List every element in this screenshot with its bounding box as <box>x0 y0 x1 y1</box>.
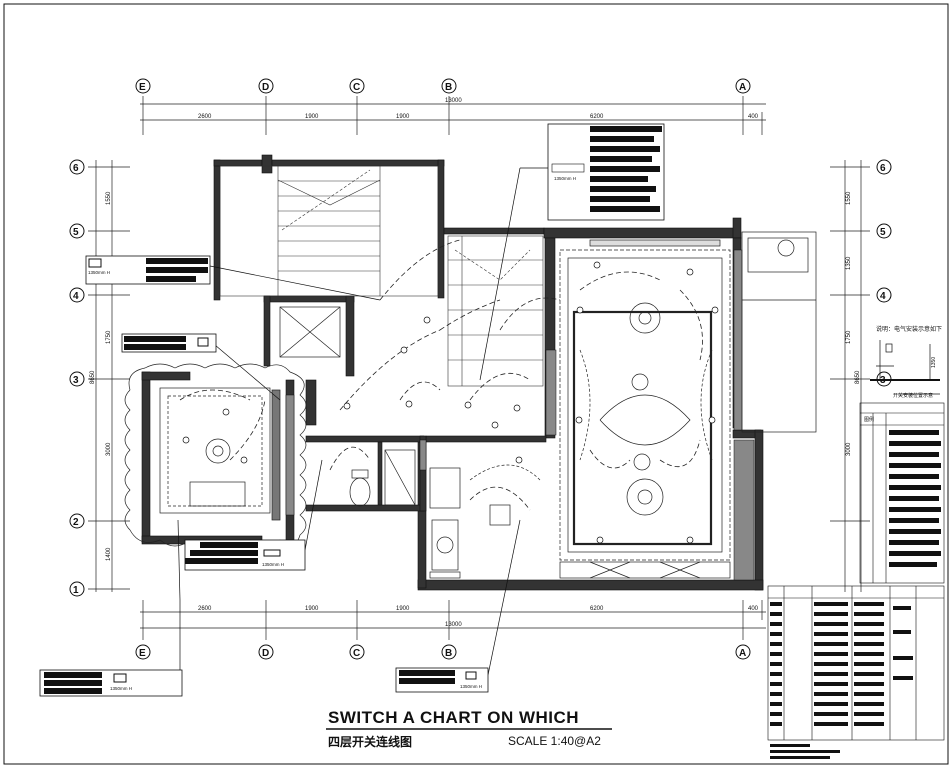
switch-tag-bottom-center <box>395 667 489 693</box>
mount-detail-note: 说明：电气安装示意如下 <box>876 326 943 333</box>
legend-table-bottom <box>767 585 945 741</box>
legend-header: 图例 <box>864 416 874 423</box>
bottom-dim-4: 6200 <box>590 606 604 612</box>
bottom-dim-total: 13000 <box>445 622 462 628</box>
drawing-scale: SCALE 1:40@A2 <box>508 734 601 748</box>
left-dim-4: 3000 <box>106 442 112 456</box>
top-dim-3: 1900 <box>396 114 410 120</box>
main-hall-ceiling <box>559 239 731 579</box>
right-dim-3: 1750 <box>846 330 852 344</box>
grid-row-1-left: 1 <box>73 585 79 596</box>
switch-wiring <box>179 239 703 511</box>
left-dim-total: 8650 <box>90 370 96 384</box>
tag-bottom-mid-height: 1350mm H <box>262 562 284 567</box>
switch-tag-bottom-mid <box>184 539 306 571</box>
grid-row-3-left: 3 <box>73 375 79 386</box>
left-dim-1: 1550 <box>106 191 112 205</box>
left-grid-bubbles <box>69 159 85 597</box>
leader-lines <box>177 167 548 676</box>
right-dim-1: 1550 <box>846 191 852 205</box>
central-stair <box>447 235 544 387</box>
grid-row-6-right: 6 <box>880 163 886 174</box>
top-dim-4: 6200 <box>590 114 604 120</box>
bottom-dim-2: 1900 <box>305 606 319 612</box>
grid-row-4-left: 4 <box>73 291 79 302</box>
top-dim-total: 13000 <box>445 98 462 104</box>
bottom-dim-1: 2600 <box>198 606 212 612</box>
grid-col-B-bottom: B <box>445 648 452 659</box>
light-fixtures <box>182 261 719 544</box>
tag-bottom-center-height: 1350mm H <box>460 684 482 689</box>
right-dim-labels: 1550 1350 1750 3000 8650 <box>846 191 861 456</box>
right-dim-total: 8650 <box>855 370 861 384</box>
grid-col-D-bottom: D <box>262 648 269 659</box>
bottom-dim-3: 1900 <box>396 606 410 612</box>
legend-table-bottom-rows <box>770 602 913 759</box>
drawing-title: SWITCH A CHART ON WHICH <box>328 708 580 727</box>
grid-row-5-right: 5 <box>880 227 886 238</box>
switch-tag-top <box>547 123 665 221</box>
grid-row-5-left: 5 <box>73 227 79 238</box>
grid-col-C-bottom: C <box>353 648 360 659</box>
left-dim-3: 1750 <box>106 330 112 344</box>
right-dim-4: 3000 <box>846 442 852 456</box>
grid-col-B-top: B <box>445 82 452 93</box>
left-dimension-chain <box>88 160 130 592</box>
mount-dim: 1350 <box>931 357 937 368</box>
left-bedroom <box>124 363 307 547</box>
legend-table-right-rows <box>889 430 941 567</box>
right-dim-2: 1350 <box>846 256 852 270</box>
tag-left-upper-height: 1350mm H <box>88 270 110 275</box>
top-dim-1: 2600 <box>198 114 212 120</box>
legend-table-right <box>859 402 945 584</box>
left-dim-labels: 1550 1350 1750 3000 1400 8650 <box>90 191 112 561</box>
sheet-border <box>3 3 949 765</box>
grid-row-4-right: 4 <box>880 291 886 302</box>
grid-col-D-top: D <box>262 82 269 93</box>
building-walls <box>141 154 764 591</box>
balcony <box>741 231 817 433</box>
drawing-subtitle-cn: 四层开关连线图 <box>328 735 413 749</box>
top-grid-bubbles <box>135 78 751 94</box>
bottom-grid-bubbles <box>135 644 751 660</box>
top-dimension-chain <box>140 96 766 135</box>
bathrooms <box>349 449 541 579</box>
switch-tag-left-upper <box>85 255 211 285</box>
switch-tag-bottom-left <box>39 669 183 697</box>
bottom-dimension-chain <box>140 600 766 640</box>
stair-treads <box>219 165 439 297</box>
mount-detail <box>870 340 940 395</box>
right-dimension-chain <box>830 160 870 592</box>
grid-col-E-top: E <box>139 82 146 93</box>
grid-col-A-top: A <box>739 82 746 93</box>
grid-row-2-left: 2 <box>73 517 79 528</box>
switch-tag-left-mid <box>121 333 217 353</box>
grid-col-C-top: C <box>353 82 360 93</box>
grid-row-6-left: 6 <box>73 163 79 174</box>
tag-bottom-left-height: 1350mm H <box>110 686 132 691</box>
hatch-columns <box>285 249 755 581</box>
elevator-shaft <box>279 306 341 358</box>
top-dim-2: 1900 <box>305 114 319 120</box>
top-dim-5: 400 <box>748 114 759 120</box>
grid-col-E-bottom: E <box>139 648 146 659</box>
right-grid-bubbles <box>876 159 892 387</box>
mount-detail-caption: 开关安装位置示意 <box>893 393 934 399</box>
tag-top-height: 1350mm H <box>554 176 576 181</box>
left-dim-5: 1400 <box>106 547 112 561</box>
grid-col-A-bottom: A <box>739 648 746 659</box>
bottom-dim-5: 400 <box>748 606 759 612</box>
